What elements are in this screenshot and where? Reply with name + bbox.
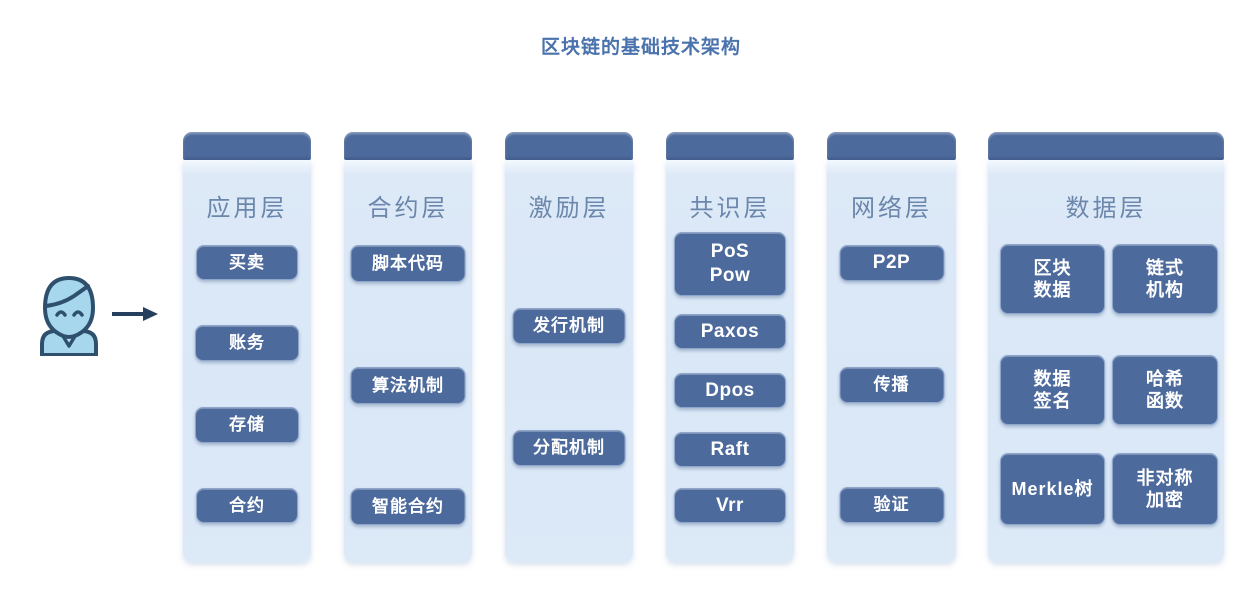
node-p2p: P2P (839, 245, 944, 281)
layer-label: 激励层 (528, 195, 610, 222)
layer-label: 共识层 (689, 195, 771, 222)
column-header-bar (988, 132, 1224, 160)
layer-column-data: 数据层 区块 数据 链式 机构 数据 签名 哈希 函数 Merkle树 非对称 … (988, 132, 1224, 562)
node-trade: 买卖 (196, 245, 298, 280)
node-asymmetric-encryption: 非对称 加密 (1112, 453, 1218, 525)
layer-label: 网络层 (851, 195, 932, 222)
node-propagation: 传播 (839, 367, 944, 403)
column-header-bar (344, 132, 472, 160)
node-contract: 合约 (196, 488, 298, 523)
column-panel (505, 160, 633, 562)
right-arrow-icon (112, 307, 158, 321)
node-smart-contract: 智能合约 (350, 488, 466, 525)
node-data-signature: 数据 签名 (1000, 355, 1105, 425)
layer-label: 合约层 (367, 195, 449, 222)
node-pos-pow: PoS Pow (674, 232, 786, 296)
node-block-data: 区块 数据 (1000, 244, 1105, 314)
layer-column-consensus: 共识层 PoS Pow Paxos Dpos Raft Vrr (666, 132, 794, 562)
node-vrr: Vrr (674, 488, 786, 523)
column-header-bar (183, 132, 311, 160)
layer-label: 应用层 (206, 195, 288, 222)
node-dpos: Dpos (674, 373, 786, 408)
diagram-title: 区块链的基础技术架构 (540, 37, 742, 58)
node-verification: 验证 (839, 487, 944, 523)
column-header-bar (666, 132, 794, 160)
layer-column-application: 应用层 买卖 账务 存储 合约 (183, 132, 311, 562)
layer-column-contract: 合约层 脚本代码 算法机制 智能合约 (344, 132, 472, 562)
layer-label: 数据层 (1065, 195, 1147, 222)
node-storage: 存储 (195, 407, 299, 443)
node-merkle-tree: Merkle树 (1000, 453, 1105, 525)
layer-column-network: 网络层 P2P 传播 验证 (827, 132, 956, 562)
layer-column-incentive: 激励层 发行机制 分配机制 (505, 132, 633, 562)
column-header-bar (827, 132, 956, 160)
column-header-bar (505, 132, 633, 160)
node-script-code: 脚本代码 (350, 245, 466, 282)
node-hash-function: 哈希 函数 (1112, 355, 1218, 425)
node-distribution-mechanism: 分配机制 (512, 430, 626, 466)
node-issuance-mechanism: 发行机制 (512, 308, 626, 344)
node-raft: Raft (674, 432, 786, 467)
node-chain-structure: 链式 机构 (1112, 244, 1218, 314)
user-icon (40, 275, 98, 356)
node-paxos: Paxos (674, 314, 786, 349)
node-accounting: 账务 (195, 325, 299, 361)
node-algorithm-mechanism: 算法机制 (350, 367, 466, 404)
